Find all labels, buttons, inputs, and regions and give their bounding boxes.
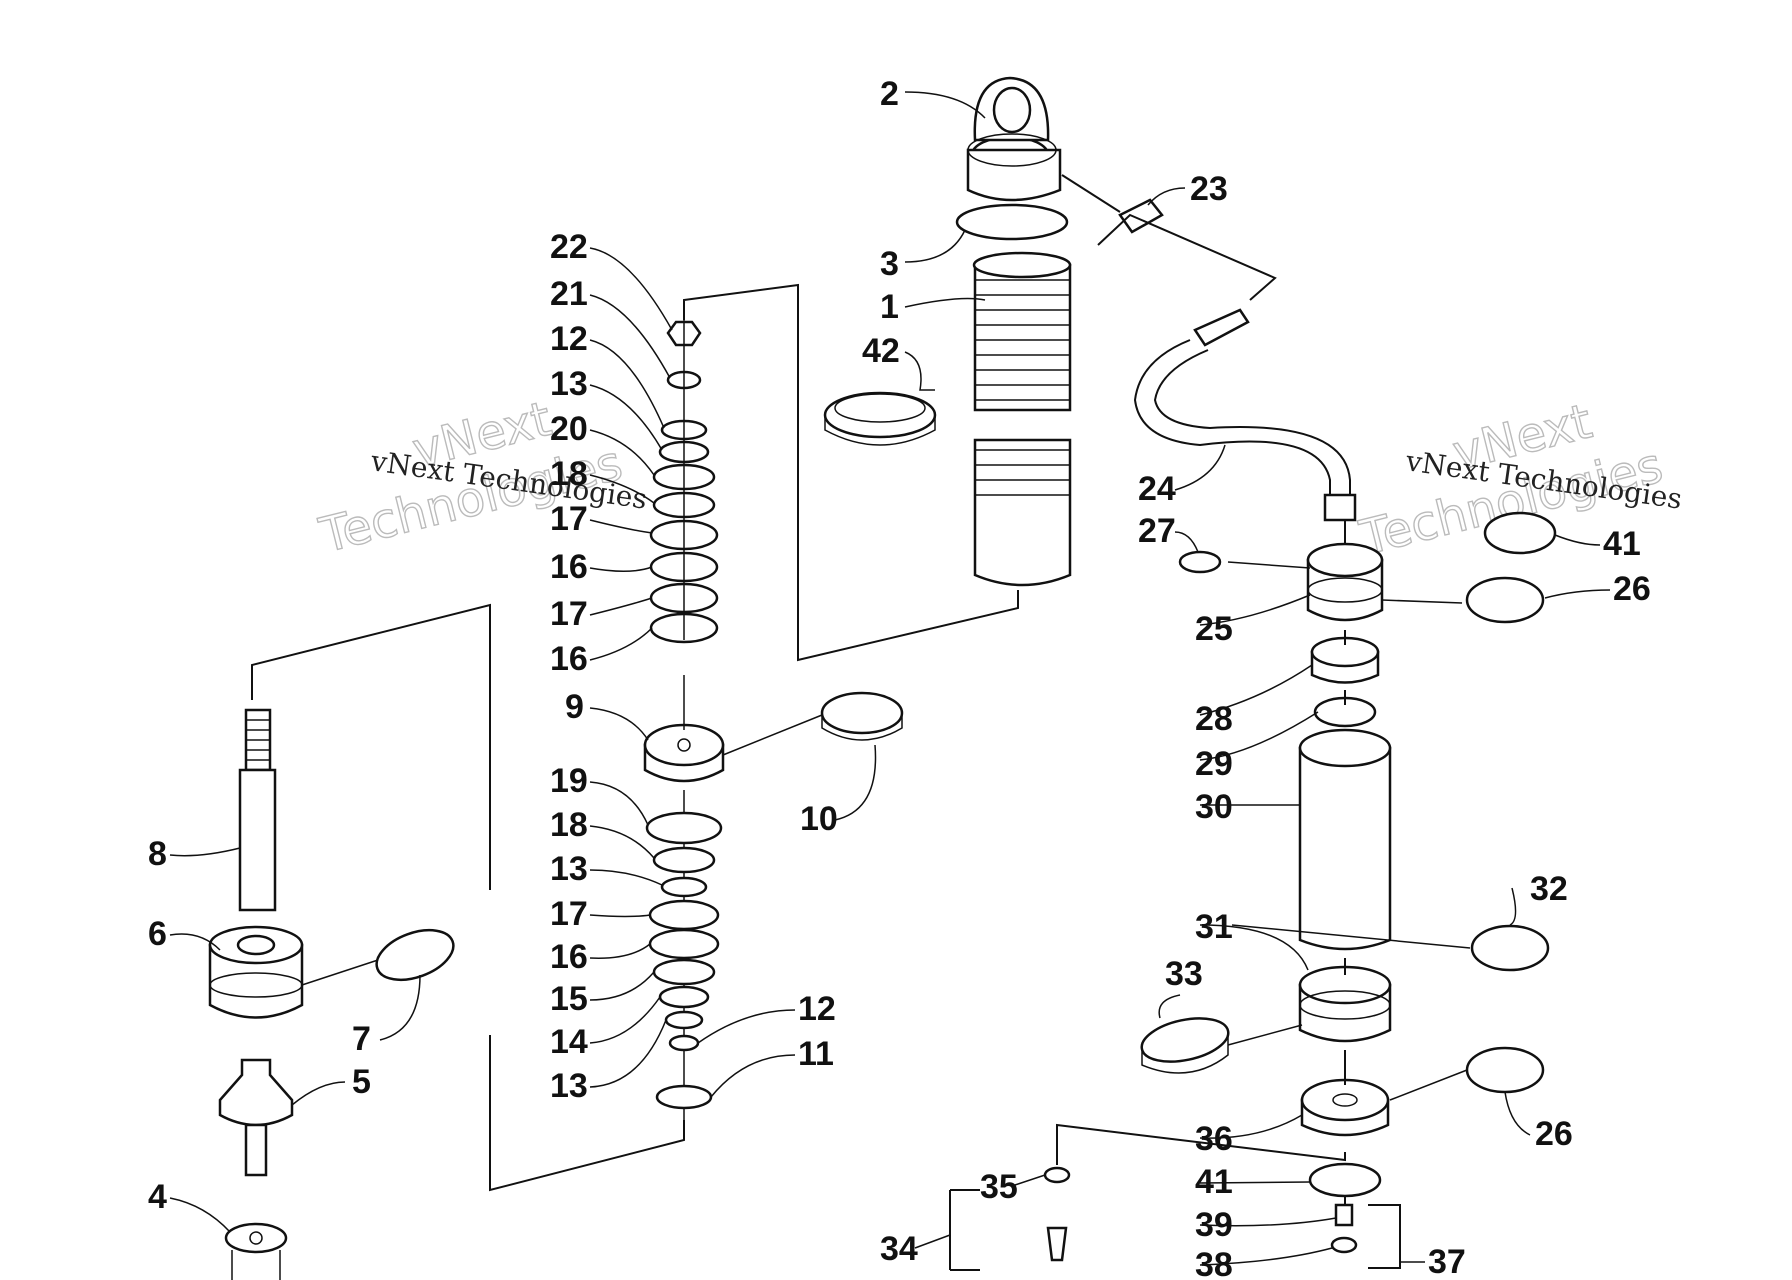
callout-9: 9 bbox=[565, 688, 584, 726]
washer-part bbox=[1043, 1166, 1071, 1184]
callout-26-upper: 26 bbox=[1613, 570, 1651, 608]
callout-26-lower: 26 bbox=[1535, 1115, 1573, 1153]
callout-21: 21 bbox=[550, 275, 588, 313]
callout-13-lower: 13 bbox=[550, 1067, 588, 1105]
spring-seat-part bbox=[823, 391, 937, 446]
callout-17-mid: 17 bbox=[550, 595, 588, 633]
valve-core-part bbox=[1334, 1203, 1354, 1227]
bracket-34 bbox=[949, 1189, 980, 1271]
callout-34: 34 bbox=[880, 1230, 918, 1268]
callout-numbers: 2 23 3 1 42 22 21 12 13 20 18 17 16 17 1… bbox=[148, 75, 1651, 1280]
callout-leaders bbox=[169, 91, 1611, 1266]
callout-10: 10 bbox=[800, 800, 838, 838]
callout-16-mid: 16 bbox=[550, 640, 588, 678]
piston-band-part bbox=[820, 691, 904, 741]
callout-14: 14 bbox=[550, 1023, 588, 1061]
screw-part bbox=[1046, 1226, 1068, 1262]
reservoir-cap-part bbox=[1306, 542, 1384, 622]
piston-rod-part bbox=[238, 708, 277, 912]
callout-12-upper: 12 bbox=[550, 320, 588, 358]
shaft-assembly-leader bbox=[251, 603, 685, 1192]
callout-18-upper: 18 bbox=[550, 455, 588, 493]
callout-32: 32 bbox=[1530, 870, 1568, 908]
o-ring-part bbox=[1465, 576, 1545, 624]
callout-41-upper: 41 bbox=[1603, 525, 1641, 563]
callout-19: 19 bbox=[550, 762, 588, 800]
callout-4: 4 bbox=[148, 1178, 167, 1216]
callout-17-lower: 17 bbox=[550, 895, 588, 933]
wear-band-part bbox=[1140, 1017, 1230, 1074]
callout-3: 3 bbox=[880, 245, 899, 283]
callout-6: 6 bbox=[148, 915, 167, 953]
o-ring-part bbox=[1483, 511, 1557, 555]
o-ring-part bbox=[1178, 550, 1222, 574]
piston-stack-lower bbox=[645, 811, 723, 1110]
end-cap-part bbox=[1300, 1078, 1390, 1137]
callout-20: 20 bbox=[550, 410, 588, 448]
callout-31: 31 bbox=[1195, 908, 1233, 946]
piston-assembly-leader bbox=[683, 283, 1019, 662]
callout-27: 27 bbox=[1138, 512, 1176, 550]
callout-38: 38 bbox=[1195, 1246, 1233, 1280]
floating-piston-part bbox=[1298, 965, 1392, 1043]
callout-42: 42 bbox=[862, 332, 900, 370]
eye-mount-part bbox=[966, 76, 1062, 202]
callout-30: 30 bbox=[1195, 788, 1233, 826]
callout-28: 28 bbox=[1195, 700, 1233, 738]
valve-washer-part bbox=[1330, 1236, 1358, 1254]
bracket-37 bbox=[1368, 1204, 1401, 1269]
o-ring-part bbox=[1308, 1162, 1382, 1198]
callout-13-upper: 13 bbox=[550, 365, 588, 403]
valve-part bbox=[1310, 636, 1380, 684]
piston-part bbox=[643, 723, 725, 783]
end-cap-leader bbox=[1056, 1123, 1346, 1165]
hose-fitting-part bbox=[1061, 174, 1164, 234]
callout-25: 25 bbox=[1195, 610, 1233, 648]
hose-leader-bracket bbox=[1097, 213, 1277, 301]
callout-36: 36 bbox=[1195, 1120, 1233, 1158]
callout-24: 24 bbox=[1138, 470, 1176, 508]
callout-12-lower: 12 bbox=[798, 990, 836, 1028]
bumper-part bbox=[218, 1058, 294, 1177]
o-ring-part bbox=[1465, 1046, 1545, 1094]
reservoir-hose-part bbox=[1133, 308, 1357, 522]
reservoir-tube-part bbox=[1298, 728, 1392, 951]
callout-35: 35 bbox=[980, 1168, 1018, 1206]
callout-33: 33 bbox=[1165, 955, 1203, 993]
callout-1: 1 bbox=[880, 288, 899, 326]
callout-16-lower: 16 bbox=[550, 938, 588, 976]
o-ring-part bbox=[955, 203, 1069, 241]
callout-39: 39 bbox=[1195, 1206, 1233, 1244]
seal-head-part bbox=[208, 925, 304, 1019]
callout-2: 2 bbox=[880, 75, 899, 113]
seal-head-o-ring-part bbox=[375, 928, 455, 982]
threaded-body-part bbox=[972, 251, 1072, 587]
callout-11: 11 bbox=[798, 1035, 834, 1073]
callout-22: 22 bbox=[550, 228, 588, 266]
callout-13-mid: 13 bbox=[550, 850, 588, 888]
callout-29: 29 bbox=[1195, 745, 1233, 783]
callout-16-upper: 16 bbox=[550, 548, 588, 586]
callout-5: 5 bbox=[352, 1063, 371, 1101]
callout-18-lower: 18 bbox=[550, 806, 588, 844]
callout-8: 8 bbox=[148, 835, 167, 873]
o-ring-part bbox=[1470, 924, 1550, 972]
end-eyelet-part bbox=[224, 1222, 288, 1280]
callout-41-lower: 41 bbox=[1195, 1163, 1233, 1201]
callout-15: 15 bbox=[550, 980, 588, 1018]
callout-17-upper: 17 bbox=[550, 500, 588, 538]
callout-7: 7 bbox=[352, 1020, 371, 1058]
callout-37: 37 bbox=[1428, 1243, 1466, 1280]
callout-23: 23 bbox=[1190, 170, 1228, 208]
